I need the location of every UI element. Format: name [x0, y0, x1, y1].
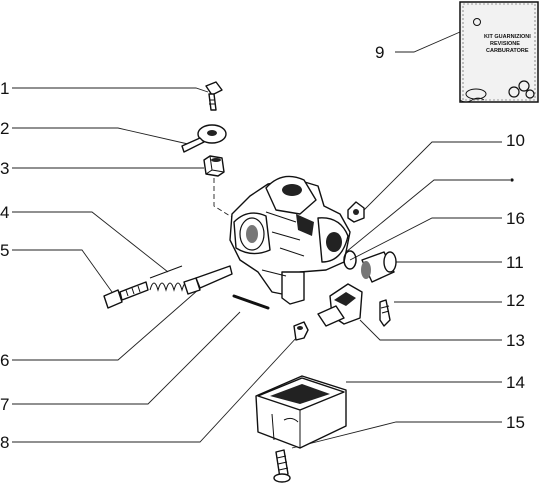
leader-5	[12, 249, 113, 293]
pin-screw	[379, 299, 391, 327]
banjo-fitting	[181, 124, 227, 153]
callout-5: 5	[0, 241, 9, 260]
banjo-bolt	[205, 81, 223, 111]
callout-16: 16	[506, 209, 525, 228]
nut	[203, 155, 225, 177]
leader-1	[12, 87, 209, 93]
adjusting-screw	[103, 281, 149, 309]
float	[317, 283, 363, 327]
callout-8: 8	[0, 433, 9, 452]
callout-11: 11	[506, 253, 524, 272]
callout-2: 2	[0, 119, 9, 138]
float-bowl	[255, 375, 347, 449]
callout-7: 7	[0, 395, 9, 414]
leader-2	[12, 127, 189, 145]
leader-6	[12, 289, 199, 361]
main-jet	[293, 321, 309, 341]
callout-13: 13	[506, 331, 525, 350]
kit-label-line3: CARBURATORE	[486, 48, 529, 54]
leader-15	[291, 421, 502, 449]
callout-numbers: 1 2 3 4 5 6 7 8 9 10 11 12 13 14 15 16	[0, 43, 525, 452]
leader-13	[359, 319, 502, 341]
callout-14: 14	[506, 373, 525, 392]
leader-dot	[345, 179, 510, 253]
callout-3: 3	[0, 159, 9, 178]
o-ring	[343, 250, 357, 270]
kit-label-line2: REVISIONE	[490, 41, 520, 47]
leader-16	[349, 217, 502, 261]
callout-1: 1	[0, 79, 9, 98]
idle-screw	[183, 265, 233, 295]
carburetor-body	[229, 175, 351, 305]
leader-8	[12, 335, 299, 443]
callout-15: 15	[506, 413, 525, 432]
spring	[149, 265, 191, 292]
leader-9	[395, 31, 461, 53]
leader-10	[363, 141, 502, 211]
callout-9: 9	[375, 43, 384, 62]
washer	[347, 201, 365, 223]
gasket-kit-bag: KIT GUARNIZIONI REVISIONE CARBURATORE	[459, 1, 539, 103]
leader-4	[12, 211, 169, 273]
callout-12: 12	[506, 291, 525, 310]
sleeve	[361, 251, 397, 283]
leader-lines	[12, 31, 514, 449]
callout-10: 10	[506, 131, 525, 150]
needle-pin	[232, 294, 270, 310]
kit-label-line1: KIT GUARNIZIONI	[484, 34, 531, 40]
callout-6: 6	[0, 351, 9, 370]
leader-7	[12, 311, 241, 405]
callout-4: 4	[0, 203, 9, 222]
bowl-screw	[273, 449, 291, 483]
